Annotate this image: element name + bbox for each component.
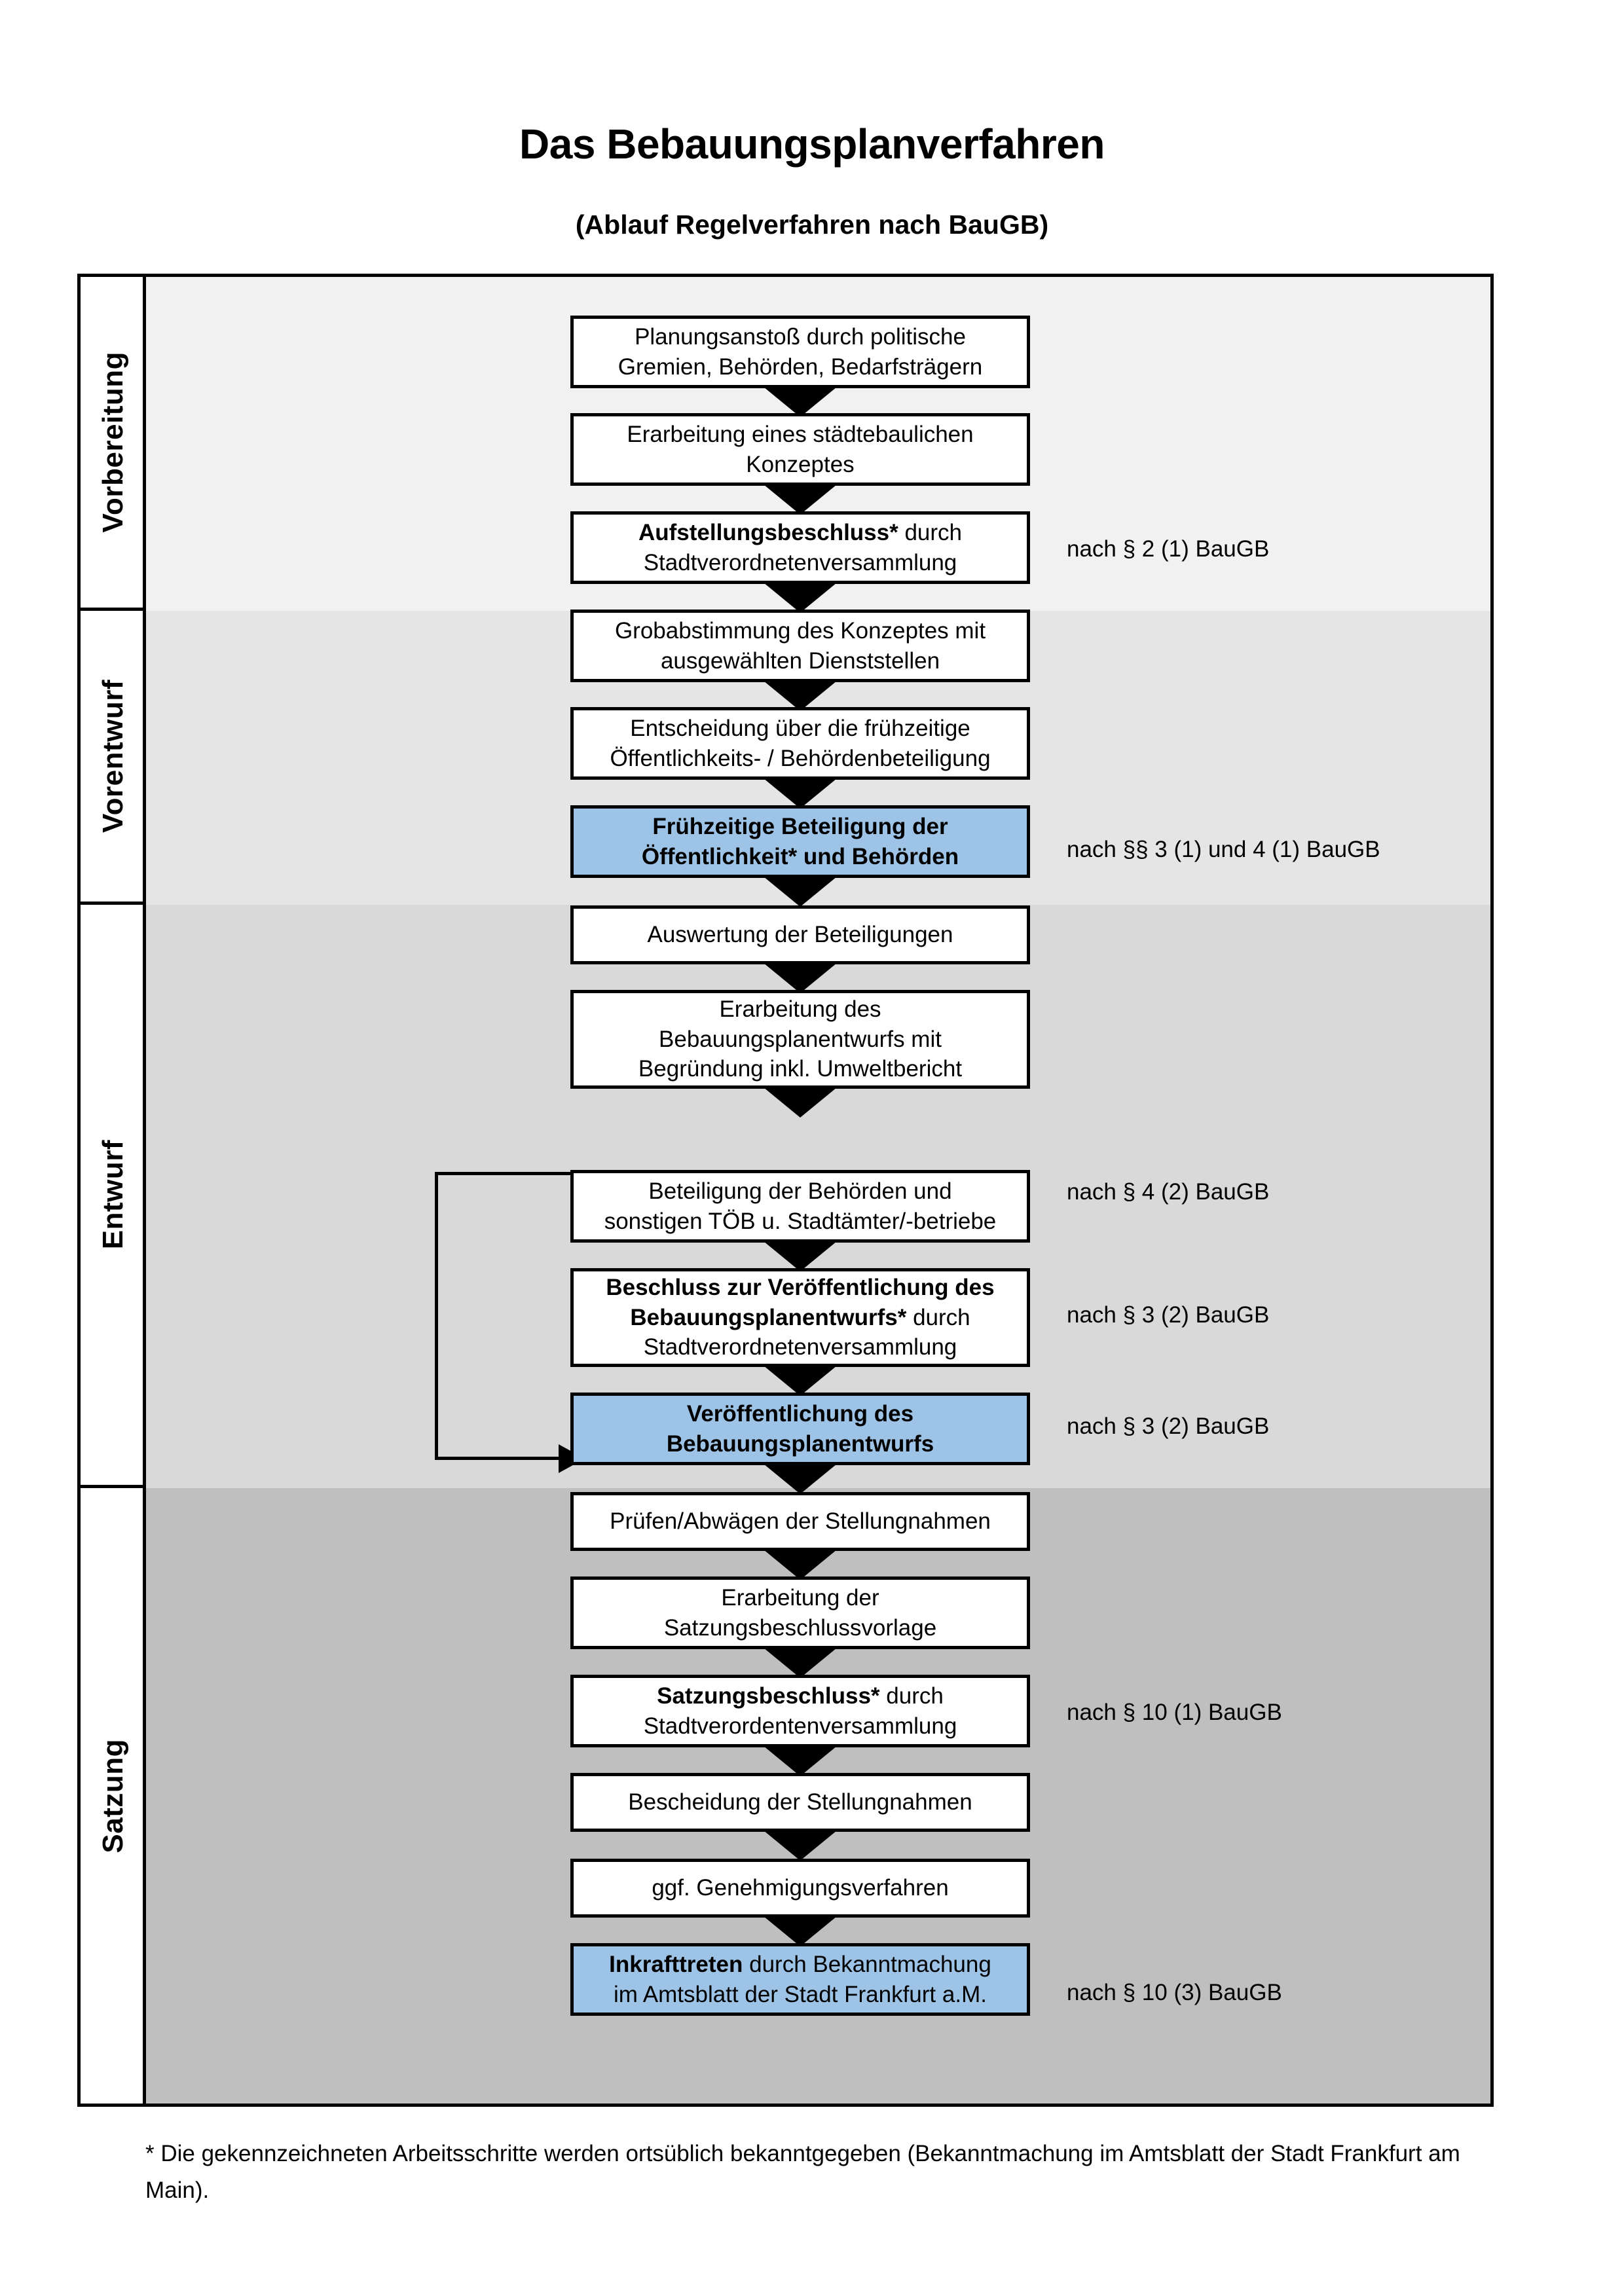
flow-step-9[interactable]: Beteiligung der Behörden und sonstigen T… bbox=[570, 1170, 1030, 1243]
flow-step-17[interactable]: Inkrafttreten durch Bekanntmachung im Am… bbox=[570, 1943, 1030, 2016]
flow-step-5[interactable]: Entscheidung über die frühzeitige Öffent… bbox=[570, 707, 1030, 780]
statute-note-2: nach §§ 3 (1) und 4 (1) BauGB bbox=[1067, 837, 1380, 862]
flow-step-1-line2: Gremien, Behörden, Bedarfsträgern bbox=[618, 354, 983, 380]
flow-step-15[interactable]: Bescheidung der Stellungnahmen bbox=[570, 1773, 1030, 1832]
flow-step-4[interactable]: Grobabstimmung des Konzeptes mit ausgewä… bbox=[570, 610, 1030, 682]
statute-note-7: nach § 10 (3) BauGB bbox=[1067, 1980, 1282, 2005]
flow-step-10[interactable]: Beschluss zur Veröffentlichung des Bebau… bbox=[570, 1268, 1030, 1367]
flow-step-11-text: Veröffentlichung des Bebauungsplanentwur… bbox=[666, 1401, 934, 1457]
flow-step-10-line2: Stadtverordnetenversammlung bbox=[643, 1334, 957, 1360]
flow-step-9-line2: sonstigen TÖB u. Stadtämter/-betriebe bbox=[604, 1208, 997, 1234]
section-label-text: Vorbereitung bbox=[97, 352, 129, 533]
flow-step-16[interactable]: ggf. Genehmigungsverfahren bbox=[570, 1859, 1030, 1918]
flow-step-5-line2: Öffentlichkeits- / Behördenbeteiligung bbox=[610, 745, 991, 771]
footnote: * Die gekennzeichneten Arbeitsschritte w… bbox=[145, 2141, 1460, 2203]
flow-arrow-15 bbox=[764, 1831, 837, 1861]
flow-arrow-5 bbox=[764, 778, 837, 809]
statute-note-4: nach § 3 (2) BauGB bbox=[1067, 1302, 1270, 1328]
flow-step-3-line2: Stadtverordnetenversammlung bbox=[643, 549, 957, 575]
flow-step-6-text: Frühzeitige Beteiligung der Öffentlichke… bbox=[641, 814, 959, 869]
flow-step-10-bold: Beschluss zur Veröffentlichung des Bebau… bbox=[606, 1275, 995, 1330]
section-label-satzung: Satzung bbox=[81, 1488, 146, 2104]
statute-note-3: nach § 4 (2) BauGB bbox=[1067, 1179, 1270, 1205]
section-label-text: Satzung bbox=[97, 1738, 129, 1853]
flow-step-13-line1: Erarbeitung der bbox=[721, 1585, 879, 1611]
flow-arrow-14 bbox=[764, 1746, 837, 1776]
flow-step-2-line2: Konzeptes bbox=[746, 451, 855, 477]
flow-step-14-line1: durch bbox=[879, 1683, 944, 1709]
statute-note-1: nach § 2 (1) BauGB bbox=[1067, 536, 1270, 562]
flow-arrow-10 bbox=[764, 1366, 837, 1396]
flow-step-2[interactable]: Erarbeitung eines städtebaulichen Konzep… bbox=[570, 413, 1030, 486]
section-label-text: Entwurf bbox=[97, 1140, 129, 1250]
flow-step-8[interactable]: Erarbeitung des Bebauungsplanentwurfs mi… bbox=[570, 990, 1030, 1089]
page-subtitle: (Ablauf Regelverfahren nach BauGB) bbox=[575, 210, 1049, 240]
bypass-connector-bottom bbox=[435, 1457, 563, 1460]
flowchart-frame: Vorbereitung Vorentwurf Entwurf Satzung … bbox=[77, 274, 1494, 2107]
flow-step-8-line2: Bebauungsplanentwurfs mit bbox=[659, 1026, 942, 1052]
page-title: Das Bebauungsplanverfahren bbox=[519, 120, 1105, 168]
flow-step-9-line1: Beteiligung der Behörden und bbox=[648, 1178, 952, 1204]
flow-step-8-line1: Erarbeitung des bbox=[719, 996, 881, 1023]
bypass-connector-top bbox=[435, 1172, 572, 1175]
flow-arrow-16 bbox=[764, 1916, 837, 1946]
flow-step-3-line1: durch bbox=[898, 520, 963, 545]
flow-step-3[interactable]: Aufstellungsbeschluss* durch Stadtverord… bbox=[570, 511, 1030, 584]
flow-step-17-bold: Inkrafttreten bbox=[609, 1952, 743, 1977]
section-label-vorentwurf: Vorentwurf bbox=[81, 611, 146, 905]
flow-step-7[interactable]: Auswertung der Beteiligungen bbox=[570, 905, 1030, 964]
flow-step-17-line2: im Amtsblatt der Stadt Frankfurt a.M. bbox=[614, 1981, 987, 2007]
flow-step-5-line1: Entscheidung über die frühzeitige bbox=[630, 716, 970, 741]
flow-step-2-line1: Erarbeitung eines städtebaulichen bbox=[627, 422, 974, 447]
flow-step-13-line2: Satzungsbeschlussvorlage bbox=[663, 1614, 937, 1641]
flow-step-12[interactable]: Prüfen/Abwägen der Stellungnahmen bbox=[570, 1492, 1030, 1551]
flow-arrow-2 bbox=[764, 484, 837, 515]
section-label-entwurf: Entwurf bbox=[81, 905, 146, 1488]
flow-step-7-line1: Auswertung der Beteiligungen bbox=[647, 922, 953, 948]
flow-step-11[interactable]: Veröffentlichung des Bebauungsplanentwur… bbox=[570, 1393, 1030, 1465]
flow-step-15-line1: Bescheidung der Stellungnahmen bbox=[628, 1789, 972, 1815]
flow-step-3-bold: Aufstellungsbeschluss* bbox=[638, 520, 898, 545]
flow-step-10-line1: durch bbox=[906, 1304, 970, 1330]
flow-step-16-line1: ggf. Genehmigungsverfahren bbox=[652, 1875, 949, 1901]
statute-note-6: nach § 10 (1) BauGB bbox=[1067, 1700, 1282, 1725]
flow-arrow-8 bbox=[764, 1087, 837, 1118]
flow-step-1[interactable]: Planungsanstoß durch politische Gremien,… bbox=[570, 316, 1030, 388]
flow-step-1-line1: Planungsanstoß durch politische bbox=[635, 324, 966, 350]
statute-note-5: nach § 3 (2) BauGB bbox=[1067, 1413, 1270, 1439]
flow-step-14-bold: Satzungsbeschluss* bbox=[657, 1683, 880, 1709]
flow-arrow-3 bbox=[764, 583, 837, 613]
bypass-connector-vertical bbox=[435, 1172, 438, 1460]
flow-step-17-line1: durch Bekanntmachung bbox=[743, 1952, 991, 1977]
section-label-vorbereitung: Vorbereitung bbox=[81, 277, 146, 611]
flow-arrow-6 bbox=[764, 877, 837, 907]
flow-arrow-13 bbox=[764, 1648, 837, 1678]
flow-arrow-12 bbox=[764, 1550, 837, 1580]
flow-step-14[interactable]: Satzungsbeschluss* durch Stadtverordente… bbox=[570, 1675, 1030, 1747]
section-label-column: Vorbereitung Vorentwurf Entwurf Satzung bbox=[81, 277, 146, 2104]
flow-step-4-line1: Grobabstimmung des Konzeptes mit bbox=[614, 618, 986, 644]
flow-arrow-4 bbox=[764, 681, 837, 711]
flow-step-13[interactable]: Erarbeitung der Satzungsbeschlussvorlage bbox=[570, 1576, 1030, 1649]
section-label-text: Vorentwurf bbox=[97, 680, 129, 833]
flow-arrow-1 bbox=[764, 387, 837, 417]
flow-arrow-7 bbox=[764, 963, 837, 993]
flow-step-14-line2: Stadtverordentenversammlung bbox=[643, 1713, 957, 1739]
flow-step-6[interactable]: Frühzeitige Beteiligung der Öffentlichke… bbox=[570, 805, 1030, 878]
flow-step-12-line1: Prüfen/Abwägen der Stellungnahmen bbox=[610, 1508, 991, 1535]
flow-arrow-11 bbox=[764, 1464, 837, 1494]
flow-step-8-line3: Begründung inkl. Umweltbericht bbox=[638, 1056, 963, 1082]
flow-arrow-9 bbox=[764, 1241, 837, 1271]
flow-step-4-line2: ausgewählten Dienststellen bbox=[660, 647, 940, 674]
